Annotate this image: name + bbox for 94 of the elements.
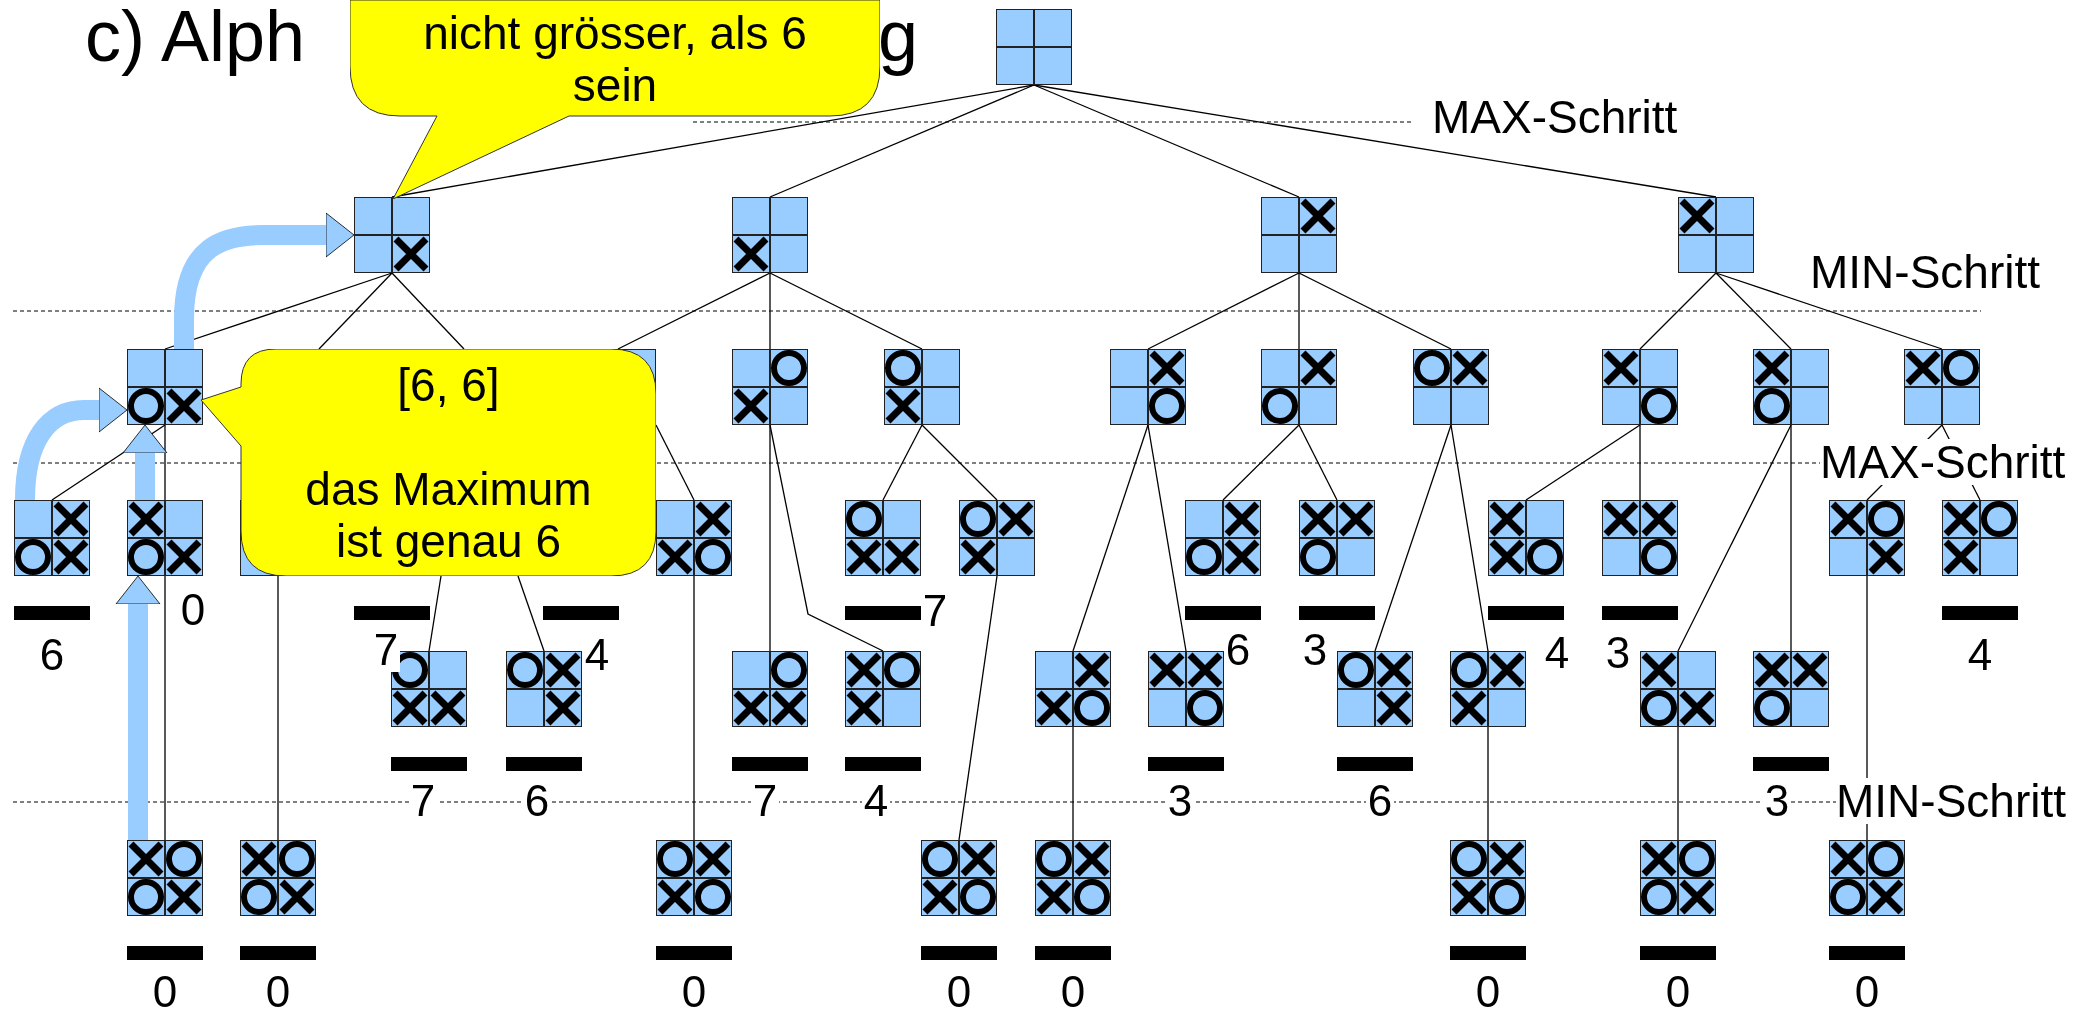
tree-edge xyxy=(1525,424,1641,501)
tic-tac-toe-board xyxy=(1185,500,1261,620)
tic-tac-toe-board xyxy=(732,651,808,771)
value-arrow xyxy=(174,212,355,349)
tree-edge xyxy=(882,424,923,501)
tree-edge xyxy=(1147,424,1187,652)
tree-edge xyxy=(164,272,393,350)
tree-edge xyxy=(517,575,545,652)
tic-tac-toe-board xyxy=(845,651,921,771)
tic-tac-toe-board xyxy=(732,197,808,273)
callout-tooltip xyxy=(201,349,656,576)
tree-edge xyxy=(1487,726,1489,841)
tree-edge xyxy=(428,575,442,652)
tic-tac-toe-board xyxy=(921,840,997,960)
tic-tac-toe-board xyxy=(1602,500,1678,620)
tic-tac-toe-board xyxy=(127,349,203,425)
tree-edge xyxy=(1715,272,1792,350)
tic-tac-toe-board xyxy=(1413,349,1489,425)
tic-tac-toe-board xyxy=(1678,197,1754,273)
tic-tac-toe-board xyxy=(656,500,732,576)
tic-tac-toe-board xyxy=(845,500,921,620)
tic-tac-toe-board xyxy=(1110,349,1186,425)
tic-tac-toe-board xyxy=(1035,651,1111,727)
tic-tac-toe-board xyxy=(1904,349,1980,425)
tic-tac-toe-board xyxy=(1450,840,1526,960)
tree-edge xyxy=(1715,272,1943,350)
tic-tac-toe-board xyxy=(1450,651,1526,727)
tree-edge xyxy=(164,424,166,501)
tree-edge xyxy=(1639,272,1717,350)
tic-tac-toe-board xyxy=(996,9,1072,85)
tic-tac-toe-board xyxy=(732,349,808,425)
tic-tac-toe-board xyxy=(1337,651,1413,771)
tree-edge xyxy=(164,575,166,841)
tic-tac-toe-board xyxy=(1035,840,1111,960)
tic-tac-toe-board xyxy=(1753,349,1829,425)
callout-text: nicht grösser, als 6 sein xyxy=(422,7,808,111)
tree-edge xyxy=(391,272,465,350)
tic-tac-toe-board xyxy=(354,197,430,273)
tree-edge xyxy=(1677,424,1792,652)
tic-tac-toe-board xyxy=(1829,840,1905,960)
callout-text: das Maximum ist genau 6 xyxy=(304,463,593,567)
tic-tac-toe-board xyxy=(1640,840,1716,960)
tree-edge xyxy=(769,424,771,652)
tic-tac-toe-board xyxy=(1261,197,1337,273)
tic-tac-toe-board xyxy=(127,840,203,960)
tic-tac-toe-board xyxy=(1488,500,1564,620)
tree-edge xyxy=(769,84,1035,198)
tree-edge xyxy=(1298,424,1338,501)
tree-edge xyxy=(1147,272,1300,350)
tree-edge xyxy=(1072,726,1074,841)
tic-tac-toe-board xyxy=(14,500,90,620)
tree-edge xyxy=(655,424,695,501)
tree-edge xyxy=(1033,84,1300,198)
tree-edge xyxy=(617,272,771,350)
tree-edge xyxy=(769,272,771,350)
tic-tac-toe-board xyxy=(959,500,1035,576)
tree-edge xyxy=(1298,272,1452,350)
tic-tac-toe-board xyxy=(127,500,203,576)
tree-edge xyxy=(1677,726,1679,841)
value-arrow xyxy=(115,575,161,840)
tree-edge xyxy=(1072,424,1149,652)
tic-tac-toe-board xyxy=(1640,651,1716,727)
tic-tac-toe-board xyxy=(1829,500,1905,576)
tic-tac-toe-board xyxy=(884,349,960,425)
tree-edge xyxy=(1298,272,1300,350)
level-label: MAX-Schritt xyxy=(1820,439,2066,485)
tree-edge xyxy=(277,575,279,841)
tree-edge xyxy=(1639,424,1641,501)
tree-edge xyxy=(1450,424,1489,652)
tic-tac-toe-board xyxy=(1148,651,1224,771)
tic-tac-toe-board xyxy=(656,840,732,960)
value-arrow xyxy=(15,387,128,501)
value-arrow xyxy=(122,424,168,500)
level-label: MIN-Schritt xyxy=(1836,778,2066,824)
tree-edge xyxy=(1033,84,1717,198)
tic-tac-toe-board xyxy=(1602,349,1678,425)
tree-edge xyxy=(769,272,923,350)
tree-edge xyxy=(1222,424,1300,501)
callout-text: [6, 6] xyxy=(396,359,501,411)
tic-tac-toe-board xyxy=(1942,500,2018,620)
tic-tac-toe-board xyxy=(1261,349,1337,425)
tree-edge xyxy=(693,575,695,841)
tree-edge xyxy=(769,424,884,652)
tree-edge xyxy=(1374,424,1452,652)
tree-edge xyxy=(1790,424,1792,652)
tree-edge xyxy=(921,424,998,501)
score-bar xyxy=(354,606,430,620)
callout-tooltip xyxy=(350,0,880,199)
tic-tac-toe-board xyxy=(1299,500,1375,620)
tic-tac-toe-board xyxy=(1753,651,1829,771)
tic-tac-toe-board xyxy=(240,840,316,960)
tree-edge xyxy=(958,575,998,841)
tic-tac-toe-board xyxy=(506,651,582,771)
tree-edge xyxy=(318,272,393,350)
